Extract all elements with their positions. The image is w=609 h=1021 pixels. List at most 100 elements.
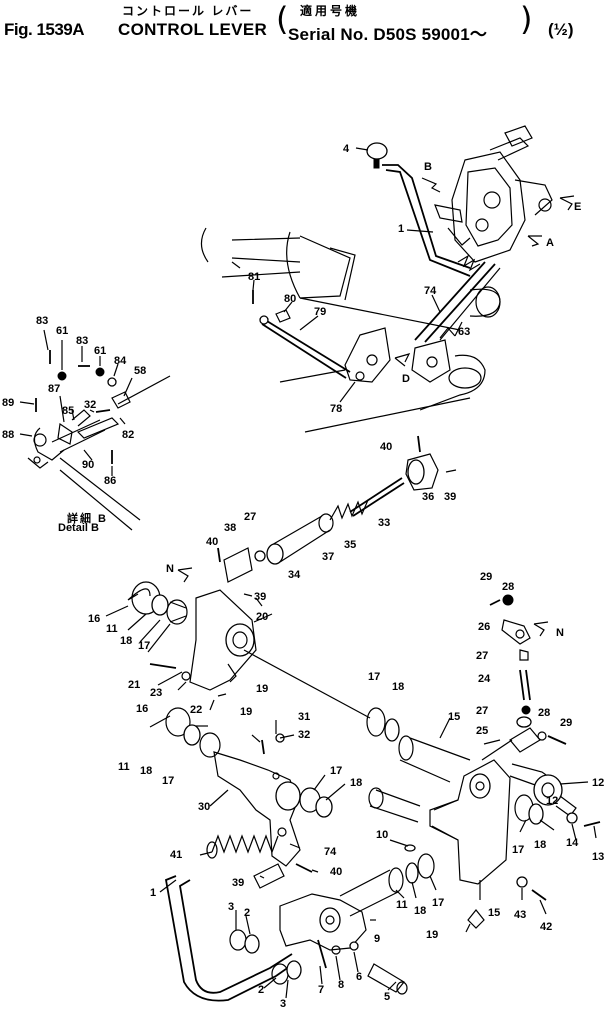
- callout-18: 18: [120, 635, 132, 647]
- callout-3: 3: [280, 998, 286, 1010]
- callout-81: 81: [248, 271, 260, 283]
- callout-40: 40: [330, 866, 342, 878]
- callout-2: 2: [258, 984, 264, 996]
- callout-26: 26: [478, 621, 490, 633]
- callout-40: 40: [206, 536, 218, 548]
- callout-11: 11: [106, 623, 118, 635]
- arrow-label-n: N: [166, 563, 174, 575]
- detail-label-english: Detail B: [58, 522, 99, 534]
- callout-23: 23: [150, 687, 162, 699]
- callout-9: 9: [374, 933, 380, 945]
- callout-28: 28: [502, 581, 514, 593]
- callout-29: 29: [480, 571, 492, 583]
- callout-18: 18: [350, 777, 362, 789]
- callout-31: 31: [298, 711, 310, 723]
- callout-74: 74: [424, 285, 437, 297]
- callout-4: 4: [343, 143, 350, 155]
- callout-90: 90: [82, 459, 94, 471]
- callout-74: 74: [324, 846, 337, 858]
- callout-29: 29: [560, 717, 572, 729]
- serial-range: Serial No. D50S 59001～: [288, 25, 488, 44]
- callout-83: 83: [36, 315, 48, 327]
- callout-86: 86: [104, 475, 116, 487]
- callout-7: 7: [318, 984, 324, 996]
- callout-25: 25: [476, 725, 488, 737]
- callout-10: 10: [376, 829, 388, 841]
- callout-17: 17: [512, 844, 524, 856]
- callout-17: 17: [432, 897, 444, 909]
- callout-85: 85: [62, 405, 74, 417]
- upper-assembly: [200, 125, 575, 433]
- callout-39: 39: [444, 491, 456, 503]
- arrow-label-d: D: [402, 373, 410, 385]
- callout-1: 1: [398, 223, 404, 235]
- callout-19: 19: [240, 706, 252, 718]
- callout-79: 79: [314, 306, 326, 318]
- callout-40: 40: [380, 441, 392, 453]
- callout-12: 12: [592, 777, 604, 789]
- callout-36: 36: [422, 491, 434, 503]
- callout-18: 18: [140, 765, 152, 777]
- callout-16: 16: [136, 703, 148, 715]
- callout-11: 11: [118, 761, 130, 773]
- callout-83: 83: [76, 335, 88, 347]
- open-paren: (: [276, 0, 289, 38]
- callout-82: 82: [122, 429, 134, 441]
- callout-41: 41: [170, 849, 182, 861]
- callout-17: 17: [330, 765, 342, 777]
- callout-16: 16: [88, 613, 100, 625]
- callout-30: 30: [198, 801, 210, 813]
- knob-4: [366, 142, 388, 160]
- arrow-label-b: B: [424, 161, 432, 173]
- callout-18: 18: [392, 681, 404, 693]
- arrow-label-n: N: [556, 627, 564, 639]
- callout-15: 15: [448, 711, 460, 723]
- callout-17: 17: [138, 640, 150, 652]
- detail-b-assembly: [19, 329, 171, 531]
- callout-58: 58: [134, 365, 146, 377]
- callout-32: 32: [84, 399, 96, 411]
- title-english: CONTROL LEVER: [118, 20, 268, 39]
- callout-14: 14: [566, 837, 579, 849]
- callout-19: 19: [256, 683, 268, 695]
- callout-27: 27: [476, 705, 488, 717]
- callout-18: 18: [414, 905, 426, 917]
- callout-33: 33: [378, 517, 390, 529]
- close-paren: ): [520, 0, 533, 38]
- callout-37: 37: [322, 551, 334, 563]
- arrow-label-a: A: [546, 237, 554, 249]
- callout-5: 5: [384, 991, 390, 1003]
- arrow-label-e: E: [574, 201, 581, 213]
- callout-13: 13: [592, 851, 604, 863]
- callout-1: 1: [150, 887, 156, 899]
- callout-8: 8: [338, 979, 344, 991]
- callout-2: 2: [244, 907, 250, 919]
- callout-39: 39: [232, 877, 244, 889]
- callout-15: 15: [488, 907, 500, 919]
- callout-18: 18: [534, 839, 546, 851]
- callout-20: 20: [256, 611, 268, 623]
- title-japanese: コントロール レバー: [122, 4, 254, 18]
- figure-number: Fig. 1539A: [4, 20, 85, 39]
- callout-61: 61: [94, 345, 106, 357]
- callout-89: 89: [2, 397, 14, 409]
- callout-3: 3: [228, 901, 234, 913]
- callout-19: 19: [426, 929, 438, 941]
- callout-21: 21: [128, 679, 140, 691]
- callout-6: 6: [356, 971, 362, 983]
- callout-17: 17: [368, 671, 380, 683]
- sheet-indicator: (½): [548, 20, 574, 39]
- callout-34: 34: [288, 569, 301, 581]
- callout-61: 61: [56, 325, 68, 337]
- callout-42: 42: [540, 921, 552, 933]
- callout-17: 17: [162, 775, 174, 787]
- callout-24: 24: [478, 673, 491, 685]
- callout-38: 38: [224, 522, 236, 534]
- detail-label-japanese: 詳細 B: [67, 513, 108, 525]
- callout-27: 27: [244, 511, 256, 523]
- callout-78: 78: [330, 403, 342, 415]
- callout-43: 43: [514, 909, 526, 921]
